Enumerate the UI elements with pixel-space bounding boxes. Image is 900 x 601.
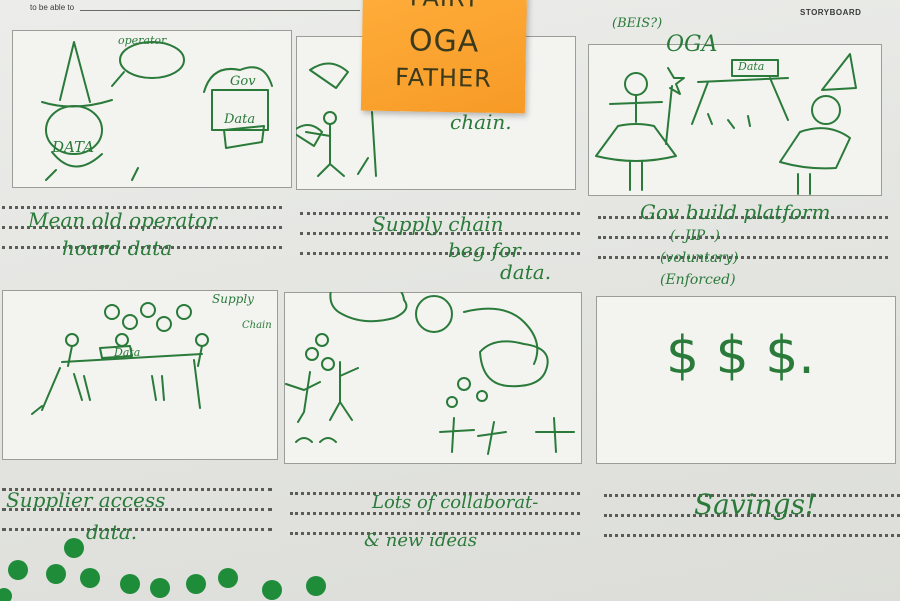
panel-3-sketch (595, 53, 857, 195)
panel-4-caption-2: data. (86, 520, 138, 544)
panel-3-label-2: OGA (666, 32, 718, 57)
panel-3-label-3: Data (738, 60, 765, 73)
panel-5-caption-2: & new ideas (364, 530, 478, 551)
decorative-dot (262, 580, 282, 600)
panel-6-frame (596, 296, 896, 464)
panel-1-label-3: Gov (230, 74, 256, 89)
caption-line (290, 512, 580, 520)
panel-3-caption-1: Gov build platform (640, 200, 831, 224)
panel-1-label-2: DATA (52, 138, 95, 156)
decorative-dot (64, 538, 84, 558)
caption-line (604, 534, 900, 542)
panel-4-label-3: Data (114, 346, 141, 359)
panel-4-label-2: Chain (242, 320, 272, 331)
decorative-dot (186, 574, 206, 594)
panel-3-caption-3: (voluntary) (660, 250, 739, 266)
caption-line (2, 226, 282, 234)
panel-2-label-1: chain. (450, 110, 512, 134)
sticky-note: FAIRY OGA FATHER (360, 0, 528, 114)
decorative-dot (120, 574, 140, 594)
sticky-line-1: FAIRY (363, 0, 527, 13)
panel-2-caption-3: data. (500, 260, 552, 284)
panel-6-label-1: $ $ $. (666, 326, 815, 386)
decorative-dot (80, 568, 100, 588)
panel-4-frame (2, 290, 278, 460)
panel-2-sketch (296, 62, 377, 177)
panel-2-caption-1: Supply chain (372, 212, 504, 236)
header-line (80, 10, 360, 16)
panel-5-caption-1: Lots of collaborat- (372, 492, 539, 513)
panel-3-label-1: (BEIS?) (612, 16, 663, 31)
caption-line (300, 252, 580, 260)
caption-line (2, 488, 272, 496)
panel-1-caption-2: hoard data (62, 236, 173, 260)
panel-1-sketch (41, 41, 273, 181)
decorative-dot (150, 578, 170, 598)
caption-line (604, 514, 900, 522)
caption-line (290, 532, 580, 540)
panel-4-caption-1: Supplier access (6, 488, 166, 512)
caption-line (604, 494, 900, 502)
header-right-label: STORYBOARD (800, 8, 862, 17)
panel-4-label-1: Supply (212, 292, 254, 306)
panel-6-caption-1: Savings! (694, 488, 817, 521)
panel-2-caption-2: beg for (448, 238, 521, 262)
decorative-dot (0, 588, 12, 601)
panel-1-label-4: Data (224, 112, 256, 127)
panel-3-caption-2: (- JIP -) (670, 228, 720, 244)
caption-line (2, 246, 282, 254)
decorative-dot (306, 576, 326, 596)
panel-1-label-1: operator (118, 34, 167, 47)
decorative-dot (46, 564, 66, 584)
panel-4-sketch (31, 302, 209, 415)
caption-line (598, 216, 888, 224)
decorative-dot (218, 568, 238, 588)
sticky-line-2: OGA (408, 23, 480, 60)
caption-line (300, 232, 580, 240)
caption-line (300, 212, 580, 220)
panel-5-sketch (285, 292, 575, 455)
decorative-dot (8, 560, 28, 580)
sticky-line-3: FATHER (394, 63, 493, 93)
caption-line (2, 508, 272, 516)
caption-line (2, 206, 282, 214)
caption-line (2, 528, 272, 536)
caption-line (290, 492, 580, 500)
caption-line (598, 236, 888, 244)
panel-5-frame (284, 292, 582, 464)
caption-line (598, 256, 888, 264)
panel-3-caption-4: (Enforced) (660, 272, 736, 288)
header-left-text: to be able to (30, 3, 75, 12)
panel-1-caption-1: Mean old operator (28, 208, 217, 232)
